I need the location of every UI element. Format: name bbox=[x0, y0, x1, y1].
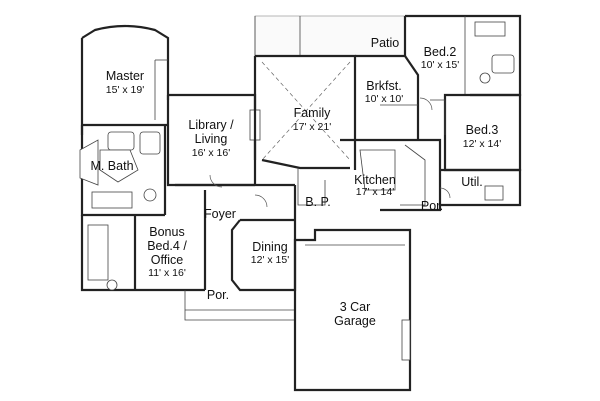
bed3-size: 12' x 14' bbox=[463, 138, 501, 150]
patio-area bbox=[254, 15, 406, 57]
bonus-label-line1: Bonus bbox=[149, 225, 184, 239]
kitchen-size: 17' x 14' bbox=[356, 186, 394, 198]
bed2-size: 10' x 15' bbox=[421, 59, 459, 71]
library-size: 16' x 16' bbox=[192, 147, 230, 159]
bonus-label-line2: Bed.4 / bbox=[147, 239, 187, 253]
front-porch bbox=[184, 290, 295, 321]
dining-size: 12' x 15' bbox=[251, 254, 289, 266]
patio-label: Patio bbox=[371, 36, 400, 50]
master-bath-walls bbox=[79, 125, 167, 217]
breakfast-walls bbox=[355, 54, 420, 140]
master-size: 15' x 19' bbox=[106, 84, 144, 96]
master-label: Master bbox=[106, 69, 144, 83]
garage-label-line2: Garage bbox=[334, 314, 376, 328]
mbath-label: M. Bath bbox=[90, 159, 133, 173]
brkfst-label: Brkfst. bbox=[366, 79, 401, 93]
family-size: 17' x 21' bbox=[293, 121, 331, 133]
bp-label: B. P. bbox=[305, 195, 330, 209]
family-label: Family bbox=[294, 106, 332, 120]
util-walls bbox=[440, 168, 522, 207]
bed2-walls bbox=[403, 14, 522, 97]
foyer-label: Foyer bbox=[204, 207, 236, 221]
library-label-line1: Library / bbox=[188, 118, 234, 132]
foyer-dining-walls bbox=[175, 183, 297, 292]
brkfst-size: 10' x 10' bbox=[365, 93, 403, 105]
kitchen-walls bbox=[297, 138, 442, 212]
bonus-label-line3: Office bbox=[151, 253, 183, 267]
kitchen-label: Kitchen bbox=[354, 173, 396, 187]
dining-label: Dining bbox=[252, 240, 287, 254]
bed3-label: Bed.3 bbox=[466, 123, 499, 137]
bed2-label: Bed.2 bbox=[424, 45, 457, 59]
garage-walls bbox=[293, 228, 412, 392]
por-front-label: Por. bbox=[207, 288, 229, 302]
bonus-size: 11' x 16' bbox=[148, 267, 186, 279]
por-right-label: Por. bbox=[421, 199, 443, 213]
library-label-line2: Living bbox=[195, 132, 228, 146]
bonus-walls bbox=[80, 190, 207, 292]
master-walls bbox=[80, 24, 170, 135]
garage-label-line1: 3 Car bbox=[340, 300, 371, 314]
util-label: Util. bbox=[461, 175, 483, 189]
door-swings bbox=[209, 97, 451, 208]
